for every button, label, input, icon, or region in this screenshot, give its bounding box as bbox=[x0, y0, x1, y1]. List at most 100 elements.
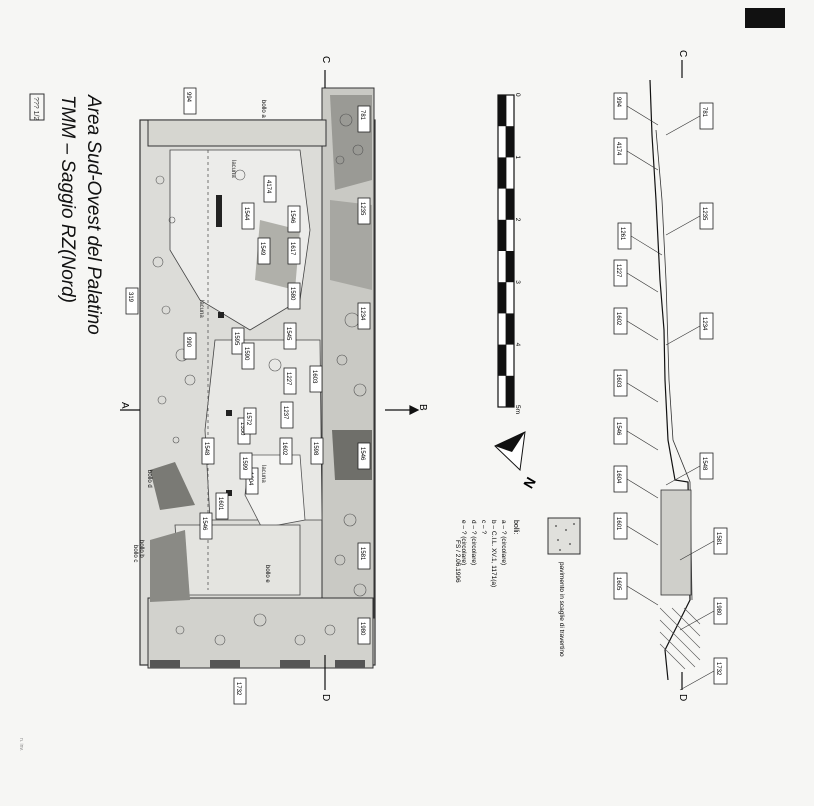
svg-text:994: 994 bbox=[615, 97, 621, 108]
marker-b-plan: B bbox=[417, 404, 428, 411]
svg-text:1605: 1605 bbox=[615, 577, 621, 591]
plan-unit-tag: 1546 bbox=[199, 512, 213, 540]
drawing-signature: FS / 2.06.1996 bbox=[454, 540, 461, 583]
scale-tick-label: 0 bbox=[514, 93, 521, 97]
plan-unit-tag: 1601 bbox=[215, 492, 229, 520]
section-unit-tag: 1604 bbox=[613, 465, 659, 499]
svg-text:1546: 1546 bbox=[615, 422, 621, 436]
svg-text:319: 319 bbox=[127, 292, 133, 303]
north-arrow-icon bbox=[494, 431, 526, 472]
sheet-tag-box bbox=[29, 93, 45, 121]
svg-text:781: 781 bbox=[701, 107, 707, 118]
svg-text:1548: 1548 bbox=[203, 442, 209, 456]
svg-text:1980: 1980 bbox=[359, 622, 365, 636]
plan-area-word: lacuna bbox=[230, 160, 236, 178]
section-unit-tag: 781 bbox=[665, 102, 714, 136]
svg-text:781: 781 bbox=[359, 110, 365, 121]
svg-text:1234: 1234 bbox=[701, 317, 707, 331]
legend-pavement-label: pavimento in scaglie di travertino bbox=[558, 562, 565, 657]
svg-text:1604: 1604 bbox=[615, 470, 621, 484]
legend-bollo-item: d – ? (circolare) bbox=[470, 520, 477, 565]
plan-unit-tag: 1548 bbox=[201, 437, 215, 465]
legend-bolli-list: a – ? (circolare)b – C.I.L. XV.1, 1171(a… bbox=[460, 520, 507, 587]
legend-bollo-item: c – ? bbox=[480, 520, 487, 534]
svg-text:1549: 1549 bbox=[259, 242, 265, 256]
plan-unit-tag: 1235 bbox=[357, 197, 371, 225]
svg-text:1548: 1548 bbox=[701, 457, 707, 471]
svg-text:1227: 1227 bbox=[615, 264, 621, 278]
plan-unit-tag: 1572 bbox=[243, 407, 257, 435]
plan-bollo-label: bollo b bbox=[138, 540, 144, 558]
plan-bollo-label: bollo d bbox=[146, 470, 152, 488]
svg-text:990: 990 bbox=[185, 337, 191, 348]
svg-text:1261: 1261 bbox=[619, 227, 625, 241]
plan-unit-tag: 1590 bbox=[241, 342, 255, 370]
svg-text:1235: 1235 bbox=[701, 207, 707, 221]
section-unit-tag: 1980 bbox=[679, 597, 728, 631]
marker-a-plan: A bbox=[119, 402, 130, 409]
section-unit-tag: 1234 bbox=[665, 312, 714, 346]
plan-unit-labels: 7811235123415461581198017329943191546161… bbox=[125, 87, 371, 705]
svg-text:1590: 1590 bbox=[243, 347, 249, 361]
svg-text:1598: 1598 bbox=[312, 442, 318, 456]
plan-bollo-label: bollo c bbox=[132, 545, 138, 562]
svg-text:4174: 4174 bbox=[265, 180, 271, 194]
title-line-1: Area Sud-Ovest del Palatino bbox=[83, 94, 104, 335]
svg-text:1581: 1581 bbox=[359, 547, 365, 561]
plan-unit-tag: 1603 bbox=[309, 365, 323, 393]
plan-area-word: lacuna bbox=[198, 300, 204, 318]
scale-bar bbox=[497, 94, 515, 408]
svg-text:1617: 1617 bbox=[289, 242, 295, 256]
svg-text:1599: 1599 bbox=[241, 457, 247, 471]
marker-d-section: D bbox=[677, 694, 688, 701]
plan-unit-tag: 1227 bbox=[283, 367, 297, 395]
svg-text:1237: 1237 bbox=[282, 406, 288, 420]
scale-tick-label: 2 bbox=[514, 218, 521, 222]
plan-unit-tag: 1546 bbox=[357, 442, 371, 470]
plan-unit-tag: 1599 bbox=[239, 452, 253, 480]
plan-unit-tag: 1595 bbox=[231, 327, 245, 355]
svg-text:1601: 1601 bbox=[217, 497, 223, 511]
marker-c-section: C bbox=[677, 50, 688, 57]
svg-text:1234: 1234 bbox=[359, 307, 365, 321]
plan-unit-tag: 781 bbox=[357, 105, 371, 133]
plan-section-markers bbox=[120, 70, 420, 690]
svg-text:1546: 1546 bbox=[201, 517, 207, 531]
plan-unit-tag: 1598 bbox=[310, 437, 324, 465]
section-unit-tag: 4174 bbox=[613, 137, 659, 171]
plan-unit-tag: 1546 bbox=[287, 205, 301, 233]
legend-bollo-item: b – C.I.L. XV.1, 1171(a) bbox=[490, 520, 497, 587]
svg-text:1545: 1545 bbox=[285, 327, 291, 341]
plan-unit-tag: 1581 bbox=[357, 542, 371, 570]
plan-unit-tag: 4174 bbox=[263, 175, 277, 203]
plan-bollo-label: bollo a bbox=[260, 100, 266, 118]
legend: pavimento in scaglie di travertino bolli… bbox=[512, 517, 581, 657]
plan-unit-tag: 1234 bbox=[357, 302, 371, 330]
section-unit-tag: 1261 bbox=[617, 222, 663, 256]
svg-text:1602: 1602 bbox=[281, 442, 287, 456]
svg-text:1581: 1581 bbox=[715, 532, 721, 546]
scale-tick-label: 1 bbox=[514, 155, 521, 159]
plan-unit-tag: 1545 bbox=[283, 322, 297, 350]
plan-area-word: lacuna bbox=[260, 465, 266, 483]
svg-text:1546: 1546 bbox=[289, 210, 295, 224]
section-profile bbox=[649, 60, 701, 690]
svg-text:1235: 1235 bbox=[359, 202, 365, 216]
section-unit-tag: 994 bbox=[613, 92, 659, 126]
svg-text:1580: 1580 bbox=[289, 287, 295, 301]
svg-text:1603: 1603 bbox=[615, 374, 621, 388]
section-unit-tag: 1601 bbox=[613, 512, 659, 546]
title-line-2: TMM – Saggio RZ(Nord) bbox=[57, 95, 78, 303]
svg-text:1227: 1227 bbox=[285, 372, 291, 386]
svg-text:1595: 1595 bbox=[233, 332, 239, 346]
plan-unit-tag: 319 bbox=[125, 287, 139, 315]
section-unit-tag: 1546 bbox=[613, 417, 659, 451]
corner-note: n. inv. bbox=[18, 738, 24, 751]
legend-pavement-swatch bbox=[547, 517, 581, 555]
marker-d-plan: D bbox=[320, 694, 331, 701]
svg-text:1980: 1980 bbox=[715, 602, 721, 616]
site-plan bbox=[139, 87, 376, 669]
plan-unit-tag: 990 bbox=[183, 332, 197, 360]
